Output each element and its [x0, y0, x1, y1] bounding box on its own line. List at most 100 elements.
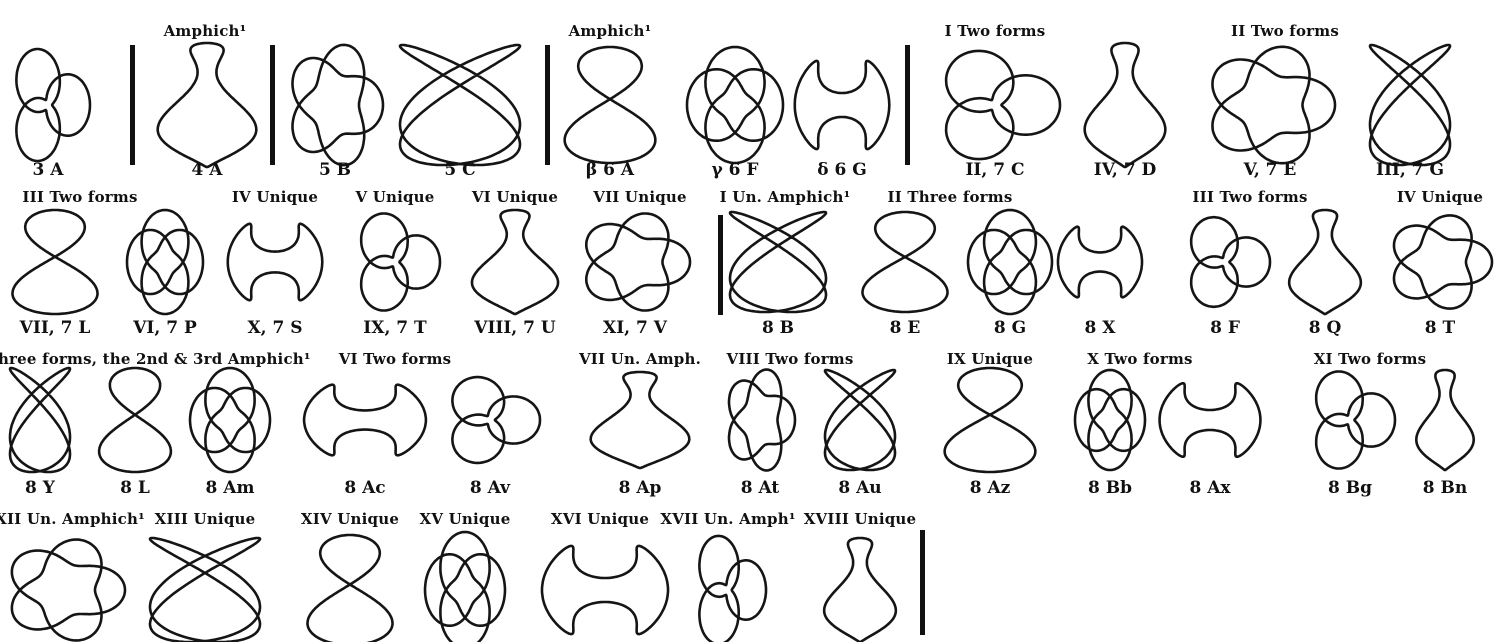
knot-diagram [451, 375, 542, 465]
knot-label: 8 G [993, 318, 1027, 338]
knot-diagram [944, 49, 1062, 161]
knot-diagram [1314, 370, 1397, 470]
knot-label: VII, 7 L [19, 318, 91, 338]
knot-diagram [1368, 43, 1452, 167]
knot-diagram [1073, 368, 1147, 472]
knot-diagram [1158, 382, 1262, 458]
knot-label: VI, 7 P [133, 318, 197, 338]
section-heading: VI Unique [471, 188, 559, 206]
knot-diagram [589, 370, 691, 470]
knot-label: 8 X [1084, 318, 1116, 338]
knot-diagram [1211, 45, 1337, 165]
separator-bar [920, 530, 925, 635]
knot-label: 8 Q [1308, 318, 1342, 338]
knot-label: 8 T [1424, 318, 1456, 338]
knot-label: IV, 7 D [1093, 160, 1157, 180]
knot-diagram [15, 47, 92, 163]
knot-label: 8 Az [969, 478, 1011, 498]
section-heading: XIV Unique [300, 510, 400, 528]
knot-diagram [97, 366, 173, 474]
knot-diagram [306, 533, 394, 642]
knot-label: 8 E [889, 318, 921, 338]
knot-diagram [470, 208, 560, 316]
knot-diagram [943, 366, 1037, 474]
section-heading: III Two forms [22, 188, 138, 206]
section-heading: V Unique [355, 188, 435, 206]
section-heading: VIII Two forms [726, 350, 854, 368]
section-heading: XIII Unique [154, 510, 256, 528]
section-heading: IV Unique [1396, 188, 1484, 206]
section-heading: III Two forms [1192, 188, 1308, 206]
knot-label: 8 F [1210, 318, 1240, 338]
knot-label: δ 6 G [817, 160, 867, 180]
knot-label: 5 C [444, 160, 476, 180]
section-heading: VI Two forms [338, 350, 452, 368]
knot-label: 8 B [761, 318, 795, 338]
knot-label: XI, 7 V [603, 318, 667, 338]
knot-label: III, 7 G [1376, 160, 1444, 180]
knot-label: 5 B [318, 160, 352, 180]
knot-diagram [1415, 368, 1475, 472]
knot-label: 3 A [32, 160, 64, 180]
separator-bar [905, 45, 910, 165]
knot-diagram [156, 41, 258, 169]
knot-diagram [861, 210, 949, 314]
knot-label: 8 Av [469, 478, 511, 498]
section-heading: XVI Unique [550, 510, 650, 528]
knot-diagram [685, 45, 785, 165]
knot-label: γ 6 F [711, 160, 759, 180]
knot-diagram [822, 536, 898, 642]
knot-diagram [563, 45, 657, 165]
section-heading: XVIII Unique [803, 510, 917, 528]
section-heading: X Two forms [1087, 350, 1193, 368]
knot-label: 8 L [120, 478, 150, 498]
knot-diagram [11, 208, 99, 316]
knot-diagram [423, 530, 507, 642]
knot-label: 4 A [191, 160, 223, 180]
knot-diagram [540, 544, 670, 636]
knot-label: β 6 A [585, 160, 635, 180]
section-heading: XV Unique [419, 510, 511, 528]
section-heading: II Two forms [1231, 22, 1339, 40]
section-heading: I Un. Amphich¹ [719, 188, 851, 206]
knot-diagram [793, 59, 891, 151]
knot-diagram [1392, 214, 1494, 310]
knot-label: 8 Am [205, 478, 255, 498]
knot-diagram [125, 208, 205, 316]
section-heading: I Two forms [944, 22, 1046, 40]
knot-diagram [226, 222, 324, 302]
knot-diagram [148, 536, 262, 642]
separator-bar [545, 45, 550, 165]
section-heading: II Three forms [887, 188, 1013, 206]
knot-diagram [302, 383, 428, 457]
section-heading: V Three forms, the 2nd & 3rd Amphich¹ [0, 350, 311, 368]
knot-label: 8 Ap [618, 478, 662, 498]
separator-bar [718, 215, 723, 315]
knot-label: X, 7 S [247, 318, 303, 338]
section-heading: VII Un. Amph. [578, 350, 702, 368]
knot-diagram [359, 212, 442, 312]
section-heading: XII Un. Amphich¹ [0, 510, 145, 528]
knot-label: VIII, 7 U [474, 318, 556, 338]
section-heading: Amphich¹ [568, 22, 652, 40]
knot-label: IX, 7 T [363, 318, 427, 338]
knot-label: 8 Bb [1087, 478, 1133, 498]
section-heading: Amphich¹ [163, 22, 247, 40]
separator-bar [130, 45, 135, 165]
knot-diagram [1287, 208, 1363, 316]
knot-diagram [727, 368, 797, 472]
knot-diagram [728, 210, 828, 314]
separator-bar [270, 45, 275, 165]
knot-label: 8 Ax [1189, 478, 1231, 498]
knot-diagram [1056, 225, 1144, 299]
knot-diagram [698, 534, 768, 642]
knot-diagram [188, 366, 272, 474]
knot-diagram [10, 538, 127, 642]
knot-diagram [8, 366, 72, 474]
knot-label: 8 Bg [1327, 478, 1373, 498]
knot-diagram [966, 208, 1054, 316]
knot-label: 8 Ac [344, 478, 386, 498]
knot-label: 8 Au [838, 478, 882, 498]
section-heading: VII Unique [593, 188, 687, 206]
